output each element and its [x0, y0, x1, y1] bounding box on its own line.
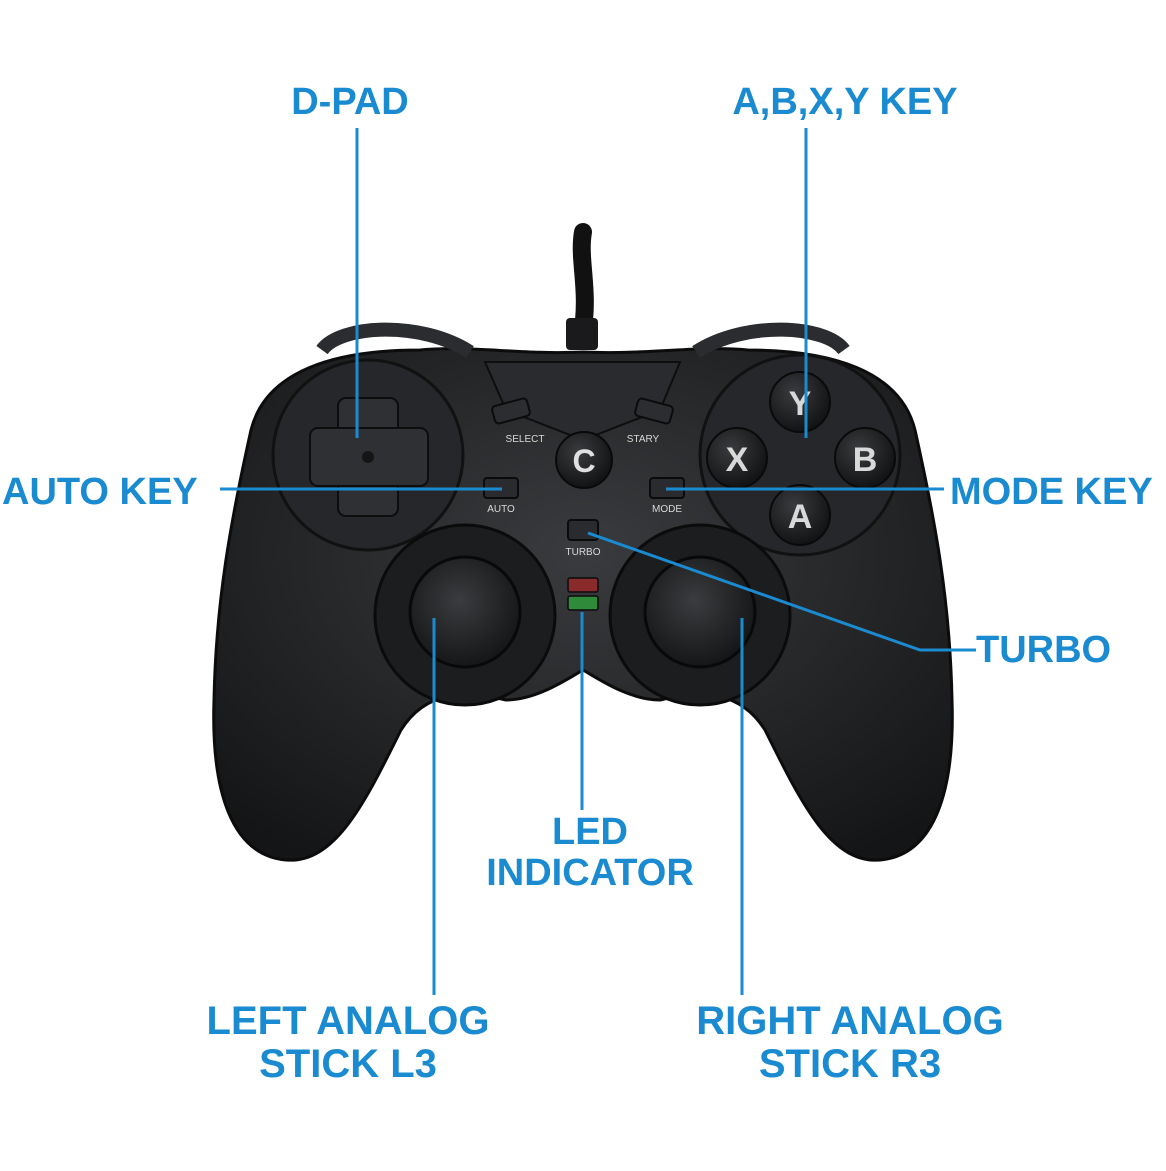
- face-button-well: [698, 353, 902, 557]
- right-stick-line-1: RIGHT ANALOG: [696, 999, 1004, 1043]
- auto-label: AUTO: [487, 504, 515, 515]
- led-indicator-label: LED INDICATOR: [440, 811, 740, 895]
- button-y: Y: [769, 371, 831, 433]
- turbo-small-label: TURBO: [566, 547, 601, 558]
- c-button: [555, 431, 613, 489]
- led-indicator-line-1: LED: [552, 811, 628, 853]
- right-stick-line-2: STICK R3: [758, 1042, 942, 1087]
- button-a: A: [769, 484, 831, 546]
- dpad-label: D-PAD: [291, 81, 409, 123]
- button-x-label: X: [726, 441, 749, 479]
- cable-strain-relief: [566, 318, 598, 350]
- abxy-key-label: A,B,X,Y KEY: [732, 81, 958, 123]
- left-shoulder: [316, 322, 474, 359]
- button-b: B: [834, 427, 896, 489]
- left-analog-stick-label: LEFT ANALOG STICK L3: [178, 999, 518, 1087]
- mode-key-label: MODE KEY: [950, 471, 1153, 513]
- start-button: [634, 397, 674, 425]
- led-indicator-line-2: INDICATOR: [486, 852, 694, 895]
- turbo-label: TURBO: [976, 629, 1112, 671]
- analog-stick-icon: [373, 523, 557, 707]
- left-stick-line-1: LEFT ANALOG: [206, 999, 490, 1043]
- button-y-label: Y: [789, 385, 812, 423]
- button-x: X: [706, 427, 768, 489]
- c-button-label: C: [572, 443, 595, 479]
- turbo-button: [567, 519, 599, 541]
- start-label: STARY: [627, 434, 660, 445]
- right-shoulder: [692, 322, 850, 359]
- mode-label: MODE: [652, 504, 682, 515]
- button-b-label: B: [853, 441, 878, 479]
- turbo-leader-line: [587, 531, 976, 652]
- button-a-label: A: [788, 498, 813, 536]
- left-stick-line-2: STICK L3: [259, 1042, 437, 1087]
- led-icon: [567, 577, 599, 611]
- center-panel: [483, 361, 682, 442]
- right-analog-stick-label: RIGHT ANALOG STICK R3: [670, 999, 1030, 1087]
- select-label: SELECT: [506, 434, 545, 445]
- auto-key-label: AUTO KEY: [2, 471, 198, 513]
- d-pad-icon: [309, 397, 429, 517]
- select-button: [491, 397, 531, 425]
- right-analog-stick: [608, 523, 792, 707]
